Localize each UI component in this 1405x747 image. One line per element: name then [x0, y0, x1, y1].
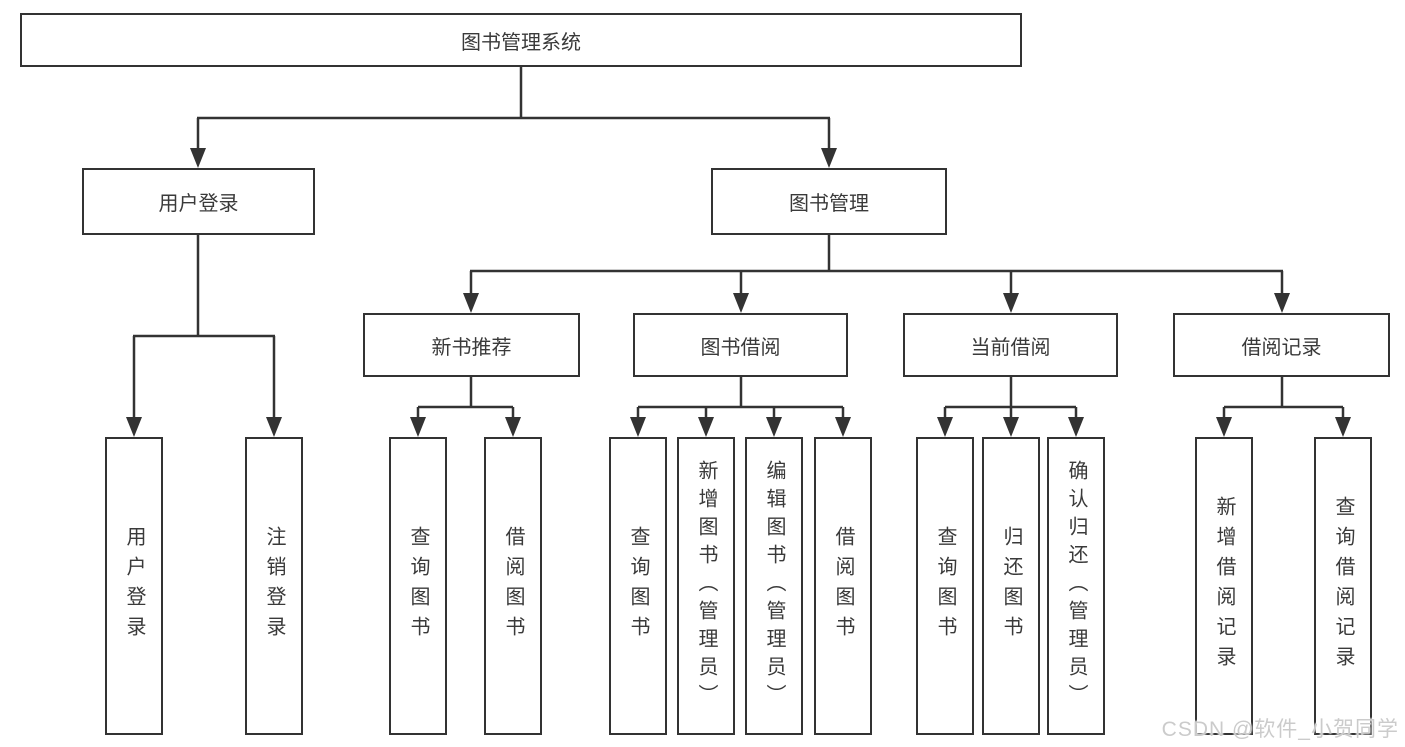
leaf-user-login: 用户登录: [105, 437, 163, 735]
leaf-borrow-books-borrowing: 借阅图书: [814, 437, 872, 735]
connector-root-to-level2: [190, 67, 837, 168]
connector-borrowing-records-to-leaves: [1216, 377, 1351, 437]
arrow-head: [835, 417, 851, 437]
leaf-query-borrowing-record: 查询借阅记录: [1314, 437, 1372, 735]
arrow-head: [1274, 293, 1290, 313]
arrow-head: [1216, 417, 1232, 437]
arrow-head: [766, 417, 782, 437]
arrow-head: [1068, 417, 1084, 437]
leaf-query-books-recommend: 查询图书: [389, 437, 447, 735]
leaf-borrow-books-recommend: 借阅图书: [484, 437, 542, 735]
arrow-head: [733, 293, 749, 313]
csdn-watermark: CSDN @软件_小贺同学: [1161, 718, 1399, 741]
arrow-head: [190, 148, 206, 168]
node-borrowing-records: 借阅记录: [1173, 313, 1390, 377]
connector-new-book-to-leaves: [410, 377, 521, 437]
connector-current-borrowing-to-leaves: [937, 377, 1084, 437]
arrow-head: [266, 417, 282, 437]
arrow-head: [126, 417, 142, 437]
arrow-head: [630, 417, 646, 437]
leaf-confirm-return-admin: 确认归还（管理员）: [1047, 437, 1105, 735]
node-current-borrowing: 当前借阅: [903, 313, 1118, 377]
node-library-management-system: 图书管理系统: [20, 13, 1022, 67]
node-new-book-recommendation: 新书推荐: [363, 313, 580, 377]
arrow-head: [937, 417, 953, 437]
arrow-head: [698, 417, 714, 437]
leaf-query-books-current: 查询图书: [916, 437, 974, 735]
node-user-login: 用户登录: [82, 168, 315, 235]
leaf-query-books-borrowing: 查询图书: [609, 437, 667, 735]
leaf-logout: 注销登录: [245, 437, 303, 735]
connector-book-management-to-level3: [463, 235, 1290, 313]
arrow-head: [410, 417, 426, 437]
arrow-head: [821, 148, 837, 168]
connector-book-borrowing-to-leaves: [630, 377, 851, 437]
node-book-management: 图书管理: [711, 168, 947, 235]
arrow-head: [463, 293, 479, 313]
arrow-head: [1003, 293, 1019, 313]
arrow-head: [1003, 417, 1019, 437]
leaf-edit-book-admin: 编辑图书（管理员）: [745, 437, 803, 735]
leaf-return-books: 归还图书: [982, 437, 1040, 735]
leaf-add-borrowing-record: 新增借阅记录: [1195, 437, 1253, 735]
arrow-head: [505, 417, 521, 437]
node-book-borrowing: 图书借阅: [633, 313, 848, 377]
arrow-head: [1335, 417, 1351, 437]
connector-user-login-to-leaves: [126, 235, 282, 437]
leaf-add-book-admin: 新增图书（管理员）: [677, 437, 735, 735]
